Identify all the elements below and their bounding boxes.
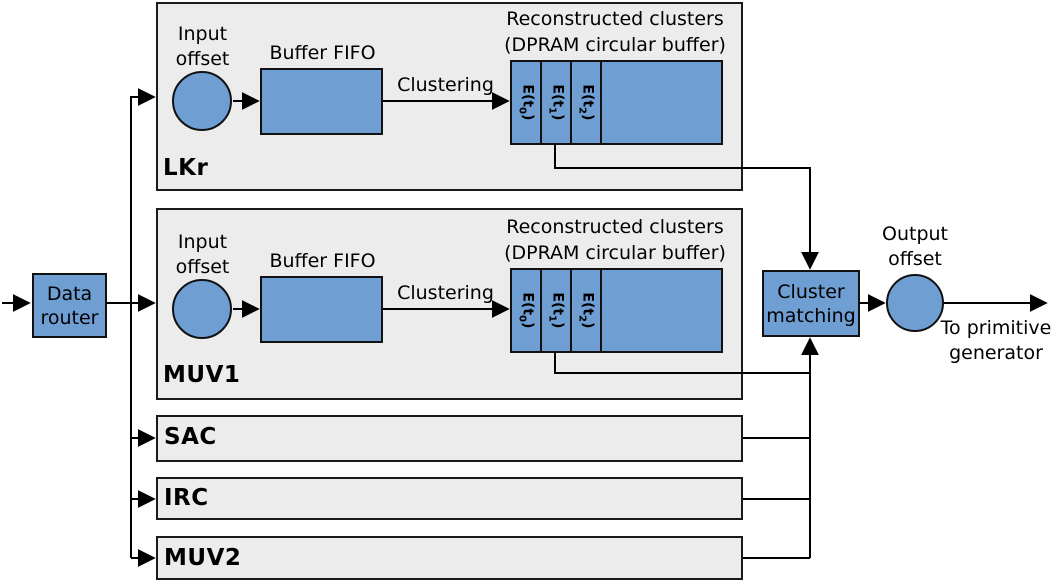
muv1-input-offset-label: Input offset <box>175 231 230 278</box>
muv1-dpram-cell-0: E(t0) <box>512 270 542 351</box>
panel-sac <box>156 415 743 462</box>
lkr-dpram-cell-0: E(t0) <box>512 62 542 143</box>
output-offset-label: Output offset <box>882 223 948 270</box>
lkr-dpram-buffer: E(t0) E(t1) E(t2) <box>510 60 723 145</box>
panel-muv2 <box>156 536 743 580</box>
muv1-recon-label: Reconstructed clusters (DPRAM circular b… <box>504 216 726 264</box>
lkr-buffer-fifo-label: Buffer FIFO <box>269 42 376 64</box>
panel-label-muv1: MUV1 <box>163 362 241 388</box>
muv1-input-offset-circle <box>172 279 232 339</box>
data-router-label-line2: router <box>40 306 99 329</box>
data-router-label-line1: Data <box>46 282 93 305</box>
wire-trunk-to-lkr <box>130 88 156 303</box>
muv1-clustering-label: Clustering <box>397 282 494 304</box>
muv1-buffer-fifo-label: Buffer FIFO <box>269 250 376 272</box>
panel-label-irc: IRC <box>164 485 209 511</box>
cluster-matching-box: Cluster matching <box>762 270 860 337</box>
lkr-dpram-cell-2: E(t2) <box>572 62 602 143</box>
lkr-recon-label: Reconstructed clusters (DPRAM circular b… <box>504 8 726 56</box>
lkr-clustering-label: Clustering <box>397 74 494 96</box>
lkr-input-offset-circle <box>172 71 232 131</box>
lkr-dpram-cell-1: E(t1) <box>542 62 572 143</box>
panel-label-muv2: MUV2 <box>164 545 242 571</box>
to-primitive-generator-label: To primitive generator <box>940 317 1052 364</box>
muv1-dpram-cell-2: E(t2) <box>572 270 602 351</box>
muv1-buffer-fifo-box <box>260 276 383 343</box>
lkr-buffer-fifo-box <box>260 68 383 135</box>
muv1-dpram-buffer: E(t0) E(t1) E(t2) <box>510 268 723 353</box>
output-offset-circle <box>886 274 944 332</box>
panel-label-lkr: LKr <box>163 155 209 181</box>
lkr-input-offset-label: Input offset <box>175 23 230 70</box>
cluster-matching-label-line1: Cluster <box>777 280 845 303</box>
panel-label-sac: SAC <box>164 424 217 450</box>
panel-irc <box>156 477 743 520</box>
muv1-dpram-cell-1: E(t1) <box>542 270 572 351</box>
cluster-matching-label-line2: matching <box>766 304 856 327</box>
data-router-box: Data router <box>32 273 107 338</box>
